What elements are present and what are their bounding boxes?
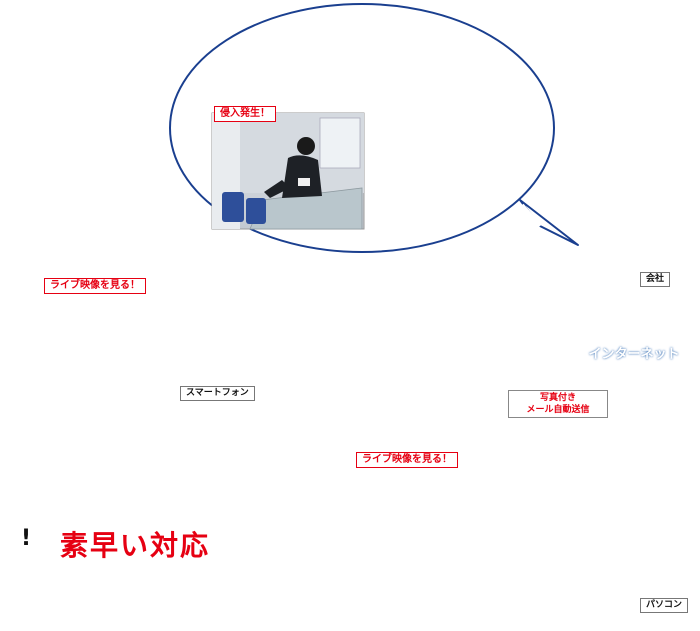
photo-mail-line2: メール自動送信 (526, 405, 590, 415)
internet-label: インターネット (588, 347, 680, 362)
exclamation-mark: ! (20, 526, 32, 551)
pc-live-label: ライブ映像を見る！ (356, 452, 458, 468)
photo-mail-line1: 写真付き (539, 393, 576, 403)
smartphone-live-label: ライブ映像を見る！ (44, 278, 146, 294)
pc-label: パソコン (640, 598, 689, 613)
photo-mail-label: 写真付き メール自動送信 (508, 390, 608, 418)
company-label: 会社 (640, 272, 671, 287)
headline: 素早い対応 (60, 529, 211, 562)
intrusion-alert-label: 侵入発生！ (214, 106, 276, 122)
intrusion-snapshot-photo (211, 112, 365, 230)
smartphone-label: スマートフォン (180, 386, 255, 401)
